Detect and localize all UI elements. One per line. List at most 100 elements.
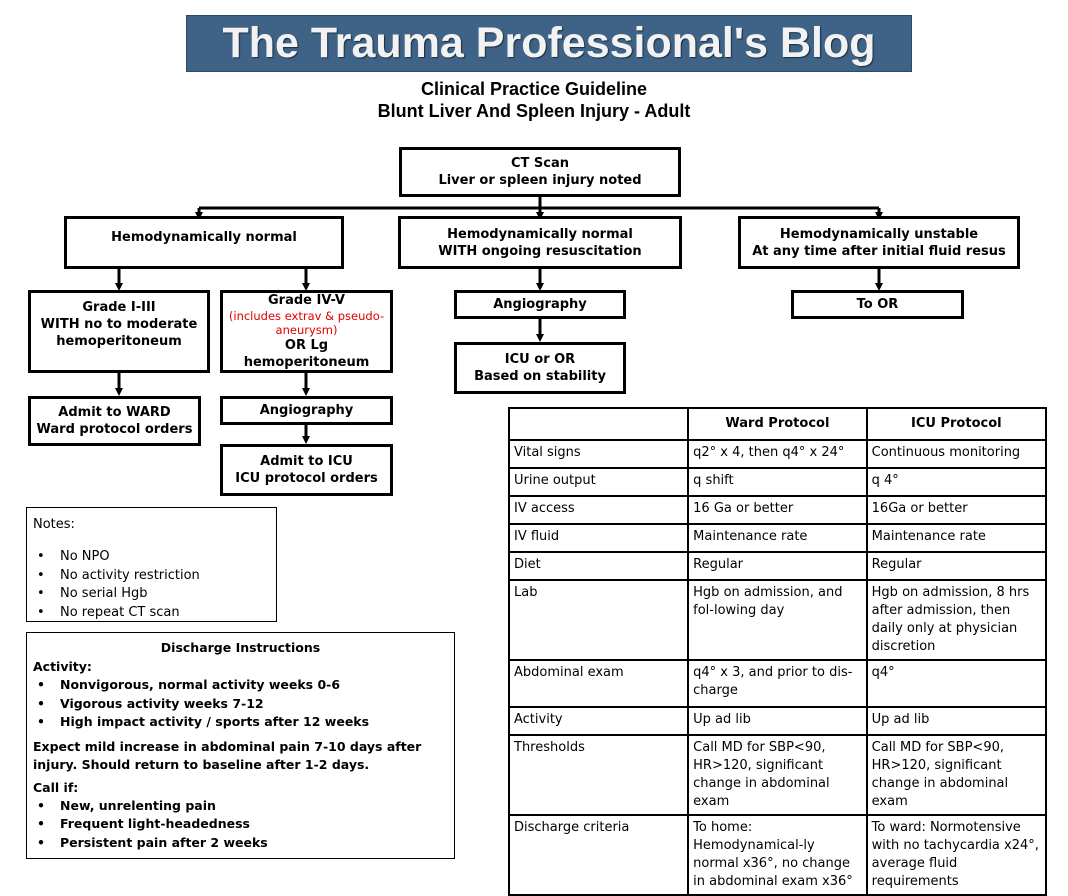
protocol-table: Ward Protocol ICU Protocol Vital signs q… [507, 407, 1048, 896]
table-cell: Call MD for SBP<90, HR>120, significant … [687, 734, 868, 816]
call-item: Frequent light-headedness [33, 815, 448, 834]
table-row: Urine output q shift q 4° [507, 467, 1048, 497]
call-item: New, unrelenting pain [33, 797, 448, 816]
notes-item: No repeat CT scan [33, 604, 270, 623]
flow-connectors [115, 196, 883, 444]
table-cell: Maintenance rate [687, 523, 868, 553]
table-row: IV fluid Maintenance rate Maintenance ra… [507, 523, 1048, 553]
admit-ward-line2: Ward protocol orders [36, 422, 193, 437]
activity-item: Vigorous activity weeks 7-12 [33, 695, 448, 714]
table-row: Thresholds Call MD for SBP<90, HR>120, s… [507, 734, 1048, 816]
table-cell: q 4° [865, 467, 1048, 497]
table-cell: Thresholds [507, 734, 690, 816]
table-cell: Vital signs [507, 439, 690, 469]
table-cell: Lab [507, 579, 690, 661]
angiography-center-label: Angiography [493, 297, 587, 312]
table-cell: Abdominal exam [507, 659, 690, 708]
table-cell: IV fluid [507, 523, 690, 553]
table-cell: Up ad lib [865, 706, 1048, 736]
hemo-unstable-box: Hemodynamically unstable At any time aft… [738, 216, 1020, 269]
grade-low-box: Grade I-III WITH no to moderate hemoperi… [28, 290, 210, 373]
hemo-normal-resus-line1: Hemodynamically normal [447, 226, 633, 242]
table-cell: q4° [865, 659, 1048, 708]
table-cell: IV access [507, 495, 690, 525]
call-label: Call if: [33, 779, 79, 795]
admit-icu-line1: Admit to ICU [260, 454, 353, 469]
table-cell: q4° x 3, and prior to dis-charge [687, 659, 868, 708]
table-cell: Regular [865, 551, 1048, 581]
discharge-heading: Discharge Instructions [160, 640, 321, 655]
table-cell: Maintenance rate [865, 523, 1048, 553]
activity-item: High impact activity / sports after 12 w… [33, 713, 448, 732]
activity-label: Activity: [33, 659, 92, 674]
icu-or-line1: ICU or OR [504, 352, 576, 367]
call-item: Persistent pain after 2 weeks [33, 834, 448, 853]
notes-box: Notes: No NPO No activity restriction No… [26, 507, 277, 622]
hemo-unstable-line2: At any time after initial fluid resus [752, 243, 1006, 259]
grade-high-note1: (includes extrav & pseudo- [228, 309, 385, 323]
table-cell: 16Ga or better [865, 495, 1048, 525]
table-header-cell: ICU Protocol [865, 407, 1048, 441]
table-row: Lab Hgb on admission, and fol-lowing day… [507, 579, 1048, 661]
table-header-row: Ward Protocol ICU Protocol [507, 407, 1048, 441]
table-cell: Hgb on admission, 8 hrs after admission,… [865, 579, 1048, 661]
notes-list: No NPO No activity restriction No serial… [33, 548, 270, 622]
table-row: Vital signs q2° x 4, then q4° x 24° Cont… [507, 439, 1048, 469]
grade-high-box: Grade IV-V (includes extrav & pseudo- an… [220, 290, 393, 373]
table-cell: Up ad lib [687, 706, 868, 736]
table-row: Abdominal exam q4° x 3, and prior to dis… [507, 659, 1048, 708]
hemo-unstable-line1: Hemodynamically unstable [779, 226, 979, 242]
grade-low-line2: WITH no to moderate [40, 317, 198, 332]
admit-ward-box: Admit to WARD Ward protocol orders [28, 396, 201, 446]
to-or-box: To OR [791, 290, 964, 319]
hemo-normal-line1: Hemodynamically normal [111, 230, 297, 245]
table-cell: Hgb on admission, and fol-lowing day [687, 579, 868, 661]
hemo-normal-resus-box: Hemodynamically normal WITH ongoing resu… [398, 216, 682, 269]
table-cell: Diet [507, 551, 690, 581]
notes-item: No activity restriction [33, 567, 270, 586]
ct-scan-line1: CT Scan [510, 156, 570, 171]
notes-item: No NPO [33, 548, 270, 567]
table-cell: 16 Ga or better [687, 495, 868, 525]
admit-icu-box: Admit to ICU ICU protocol orders [220, 444, 393, 496]
notes-item: No serial Hgb [33, 585, 270, 604]
table-cell: q2° x 4, then q4° x 24° [687, 439, 868, 469]
ct-scan-box: CT Scan Liver or spleen injury noted [399, 147, 681, 197]
grade-low-line3: hemoperitoneum [56, 334, 182, 349]
table-cell: Continuous monitoring [865, 439, 1048, 469]
call-list: New, unrelenting pain Frequent light-hea… [33, 797, 448, 853]
table-cell: Regular [687, 551, 868, 581]
table-row: Diet Regular Regular [507, 551, 1048, 581]
table-cell: To ward: Normotensive with no tachycardi… [865, 814, 1048, 896]
blog-banner: The Trauma Professional's Blog [186, 15, 912, 72]
icu-or-line2: Based on stability [474, 369, 606, 384]
angiography-left-box: Angiography [220, 396, 393, 425]
guideline-subtitle: Blunt Liver And Spleen Injury - Adult [377, 101, 691, 121]
table-header-cell [507, 407, 690, 441]
table-header-cell: Ward Protocol [687, 407, 868, 441]
grade-high-line1: Grade IV-V [268, 293, 345, 308]
to-or-label: To OR [856, 297, 899, 312]
table-row: IV access 16 Ga or better 16Ga or better [507, 495, 1048, 525]
angiography-left-label: Angiography [259, 403, 354, 418]
ct-scan-line2: Liver or spleen injury noted [438, 173, 642, 188]
notes-heading: Notes: [33, 517, 75, 532]
grade-high-line2: OR Lg hemoperitoneum [243, 338, 370, 370]
table-cell: Call MD for SBP<90, HR>120, significant … [865, 734, 1048, 816]
discharge-box: Discharge Instructions Activity: Nonvigo… [26, 632, 455, 859]
angiography-center-box: Angiography [454, 290, 626, 319]
hemo-normal-resus-line2: WITH ongoing resuscitation [438, 243, 642, 259]
table-row: Activity Up ad lib Up ad lib [507, 706, 1048, 736]
admit-icu-line2: ICU protocol orders [235, 471, 378, 486]
guideline-title: Clinical Practice Guideline [420, 79, 648, 99]
icu-or-box: ICU or OR Based on stability [454, 342, 626, 394]
banner-text: The Trauma Professional's Blog [222, 19, 876, 67]
table-cell: Activity [507, 706, 690, 736]
activity-list: Nonvigorous, normal activity weeks 0-6 V… [33, 676, 448, 732]
grade-high-note2: aneurysm) [275, 323, 338, 337]
table-cell: Discharge criteria [507, 814, 690, 896]
expect-text: Expect mild increase in abdominal pain 7… [33, 738, 422, 772]
table-cell: To home: Hemodynamical-ly normal x36°, n… [687, 814, 868, 896]
table-cell: q shift [687, 467, 868, 497]
table-cell: Urine output [507, 467, 690, 497]
